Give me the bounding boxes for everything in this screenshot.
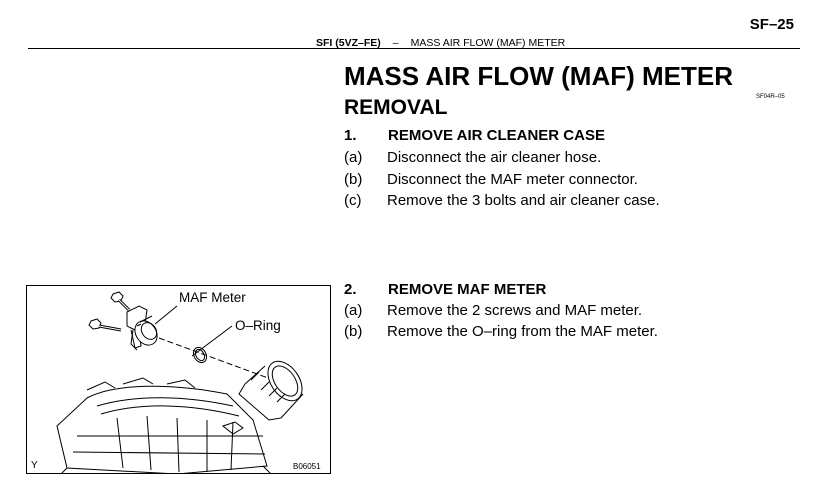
header-separator: – — [392, 37, 399, 49]
step-1b: (b) Disconnect the MAF meter connector. — [344, 171, 638, 188]
document-code: SF04R–05 — [756, 94, 785, 100]
step-1-heading: 1. REMOVE AIR CLEANER CASE — [344, 127, 605, 144]
header-section: SFI (5VZ–FE) — [316, 37, 381, 49]
figure-code: B06051 — [293, 462, 321, 471]
header-topic: MASS AIR FLOW (MAF) METER — [410, 37, 566, 49]
o-ring-part — [192, 346, 208, 364]
step-1a-label: (a) — [344, 149, 363, 166]
running-header: SFI (5VZ–FE)–MASS AIR FLOW (MAF) METER — [316, 37, 565, 49]
illustration-drawing — [56, 291, 304, 473]
step-2a-text: Remove the 2 screws and MAF meter. — [387, 302, 643, 319]
step-2-heading: 2. REMOVE MAF METER — [344, 281, 546, 298]
screw-icon — [88, 318, 122, 332]
air-cleaner-duct — [238, 360, 304, 421]
section-title: REMOVAL — [344, 96, 448, 119]
step-1c-text: Remove the 3 bolts and air cleaner case. — [387, 192, 660, 209]
o-ring-label: O–Ring — [235, 318, 281, 333]
step-2b-text: Remove the O–ring from the MAF meter. — [387, 323, 658, 340]
page-number: SF–25 — [749, 16, 794, 33]
step-2a-label: (a) — [344, 302, 363, 319]
maf-meter-illustration: MAF Meter O–Ring B06051 Y — [26, 285, 331, 474]
step-1-title: REMOVE AIR CLEANER CASE — [388, 127, 605, 144]
step-1c: (c) Remove the 3 bolts and air cleaner ca… — [344, 192, 660, 209]
step-2-number: 2. — [344, 281, 357, 298]
step-1a-text: Disconnect the air cleaner hose. — [387, 149, 602, 166]
step-2a: (a) Remove the 2 screws and MAF meter. — [344, 302, 642, 319]
page-title: MASS AIR FLOW (MAF) METER — [344, 61, 733, 91]
step-2-title: REMOVE MAF METER — [388, 281, 547, 298]
step-2b: (b) Remove the O–ring from the MAF meter. — [344, 323, 658, 340]
header-rule — [28, 48, 800, 49]
step-1-number: 1. — [344, 127, 357, 144]
step-1b-text: Disconnect the MAF meter connector. — [387, 171, 638, 188]
bolt-icon — [110, 291, 131, 312]
step-1a: (a) Disconnect the air cleaner hose. — [344, 149, 601, 166]
maf-meter-label: MAF Meter — [179, 290, 246, 305]
oring-leader-line — [191, 325, 233, 357]
step-1b-label: (b) — [344, 171, 363, 188]
figure-corner-mark: Y — [31, 460, 38, 471]
step-1c-label: (c) — [344, 192, 362, 209]
maf-leader-line — [154, 305, 178, 325]
maf-meter-part — [126, 305, 158, 351]
step-2b-label: (b) — [344, 323, 363, 340]
air-cleaner-case — [56, 377, 271, 473]
